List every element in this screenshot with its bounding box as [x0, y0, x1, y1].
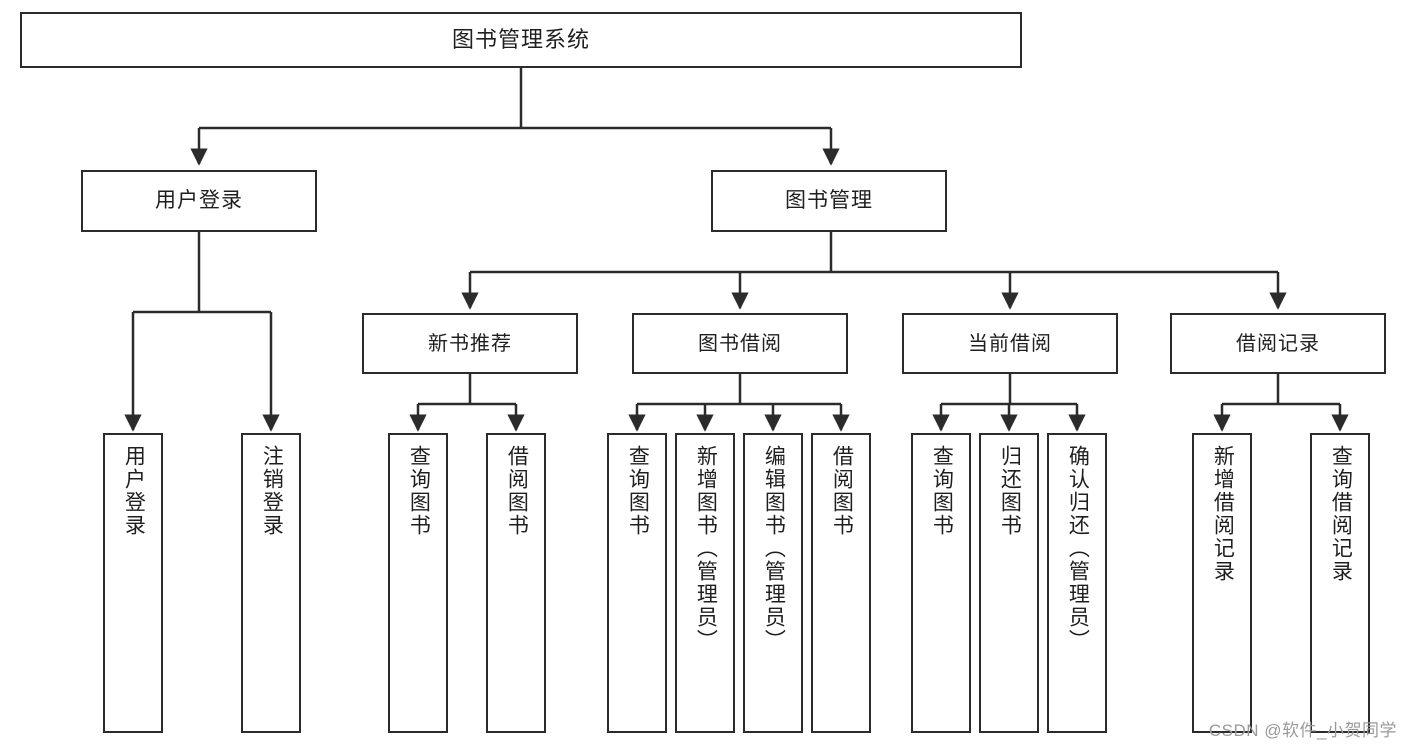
node-label: 查询图书 [626, 445, 650, 537]
leaf-return-book[interactable]: 归还图书 [979, 433, 1039, 733]
node-label: 图书管理 [785, 189, 873, 213]
leaf-query-book-current[interactable]: 查询图书 [911, 433, 971, 733]
node-label: 图书借阅 [698, 332, 782, 355]
node-new-book-recommend[interactable]: 新书推荐 [362, 313, 578, 374]
leaf-query-book-new[interactable]: 查询图书 [388, 433, 448, 733]
leaf-edit-book-admin[interactable]: 编辑图书（管理员） [743, 433, 803, 733]
node-label: 编辑图书（管理员） [762, 445, 786, 652]
node-label: 查询图书 [407, 445, 431, 537]
node-label: 查询借阅记录 [1329, 445, 1353, 583]
node-root-system[interactable]: 图书管理系统 [20, 12, 1022, 68]
node-borrow-record[interactable]: 借阅记录 [1170, 313, 1386, 374]
node-label: 图书管理系统 [451, 26, 590, 52]
leaf-add-borrow-record[interactable]: 新增借阅记录 [1192, 433, 1252, 733]
leaf-borrow-book-new[interactable]: 借阅图书 [486, 433, 546, 733]
node-user-login[interactable]: 用户登录 [81, 170, 317, 232]
leaf-query-borrow-record[interactable]: 查询借阅记录 [1310, 433, 1370, 733]
node-label: 新增借阅记录 [1211, 445, 1235, 583]
leaf-query-book-borrow[interactable]: 查询图书 [607, 433, 667, 733]
node-current-borrow[interactable]: 当前借阅 [902, 313, 1118, 374]
leaf-logout[interactable]: 注销登录 [241, 433, 301, 733]
leaf-add-book-admin[interactable]: 新增图书（管理员） [675, 433, 735, 733]
node-label: 归还图书 [998, 445, 1022, 537]
node-label: 确认归还（管理员） [1066, 445, 1090, 652]
node-label: 借阅图书 [505, 445, 529, 537]
node-label: 注销登录 [260, 445, 284, 537]
node-label: 用户登录 [155, 189, 243, 213]
node-label: 查询图书 [930, 445, 954, 537]
node-label: 借阅记录 [1236, 332, 1320, 355]
node-label: 用户登录 [122, 445, 146, 537]
node-label: 新增图书（管理员） [694, 445, 718, 652]
node-book-management[interactable]: 图书管理 [711, 170, 947, 232]
node-book-borrow[interactable]: 图书借阅 [632, 313, 848, 374]
node-label: 借阅图书 [830, 445, 854, 537]
leaf-user-login[interactable]: 用户登录 [103, 433, 163, 733]
leaf-borrow-book[interactable]: 借阅图书 [811, 433, 871, 733]
leaf-confirm-return-admin[interactable]: 确认归还（管理员） [1047, 433, 1107, 733]
node-label: 新书推荐 [428, 332, 512, 355]
node-label: 当前借阅 [968, 332, 1052, 355]
watermark-text: CSDN @软件_小贺同学 [1208, 721, 1397, 740]
